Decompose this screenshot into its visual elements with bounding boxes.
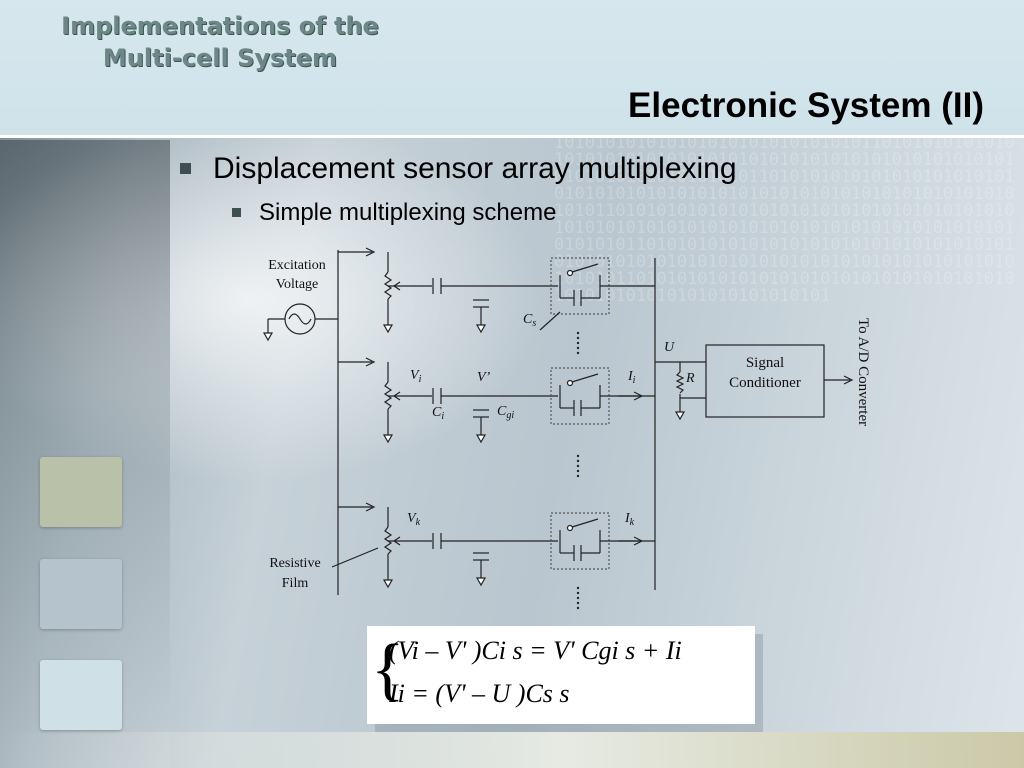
label-Ii: Ii <box>627 369 636 386</box>
section-title-line2: Multi-cell System <box>102 44 338 72</box>
label-Vprime: V’ <box>477 370 491 385</box>
ground-icon <box>262 332 274 342</box>
bullet-square-icon <box>232 208 241 217</box>
signal-conditioner-label-2: Conditioner <box>729 375 801 391</box>
section-title-line1: Implementations of the <box>61 12 379 40</box>
color-swatch-1 <box>40 457 122 527</box>
brace-icon: { <box>371 631 405 708</box>
label-Cgi: Cgi <box>497 404 514 421</box>
label-Vi: Vi <box>410 368 422 385</box>
equation-2: Ii = (V' – U )Cs s <box>389 679 570 708</box>
sine-wave-icon <box>288 313 312 325</box>
signal-conditioner-box <box>705 344 825 418</box>
label-R: R <box>685 371 695 386</box>
sensor-row-1 <box>338 247 655 334</box>
color-swatch-2 <box>40 559 122 629</box>
equation-box: { (Vi – V' )Ci s = V' Cgi s + Ii Ii = (V… <box>367 626 755 724</box>
bullet-level1-text: Displacement sensor array multiplexing <box>213 152 737 185</box>
bullet-level2: Simple multiplexing scheme <box>232 199 556 227</box>
to-ad-label: To A/D Converter <box>855 318 871 426</box>
bullet-level1: Displacement sensor array multiplexing <box>180 152 737 186</box>
slide-header: Implementations of the Multi-cell System… <box>0 0 1024 138</box>
bullet-level2-text: Simple multiplexing scheme <box>259 199 557 226</box>
equation-1: (Vi – V' )Ci s = V' Cgi s + Ii <box>389 636 682 665</box>
excitation-label-1: Excitation <box>268 258 326 273</box>
section-title: Implementations of the Multi-cell System <box>0 10 440 74</box>
slide-title: Electronic System (II) <box>628 86 984 125</box>
binary-watermark: 1010101010101010101010101010101101010101… <box>554 135 1015 306</box>
excitation-label-2: Voltage <box>276 277 319 292</box>
resistive-label-2: Film <box>282 576 309 591</box>
color-swatch-3 <box>40 660 122 730</box>
label-Cs: Cs <box>523 312 536 329</box>
resistive-label-1: Resistive <box>269 556 320 571</box>
bottom-stripe <box>0 732 1024 768</box>
label-Vk: Vk <box>407 511 421 528</box>
sensor-row-2 <box>338 357 655 444</box>
resistor-R <box>675 371 685 394</box>
ellipsis-dots <box>576 331 580 610</box>
label-Ci: Ci <box>432 405 444 422</box>
bullet-square-icon <box>180 163 191 174</box>
signal-conditioner-label-1: Signal <box>746 355 784 371</box>
label-Ik: Ik <box>624 511 635 528</box>
label-U: U <box>664 340 675 355</box>
sensor-row-3 <box>331 502 655 589</box>
